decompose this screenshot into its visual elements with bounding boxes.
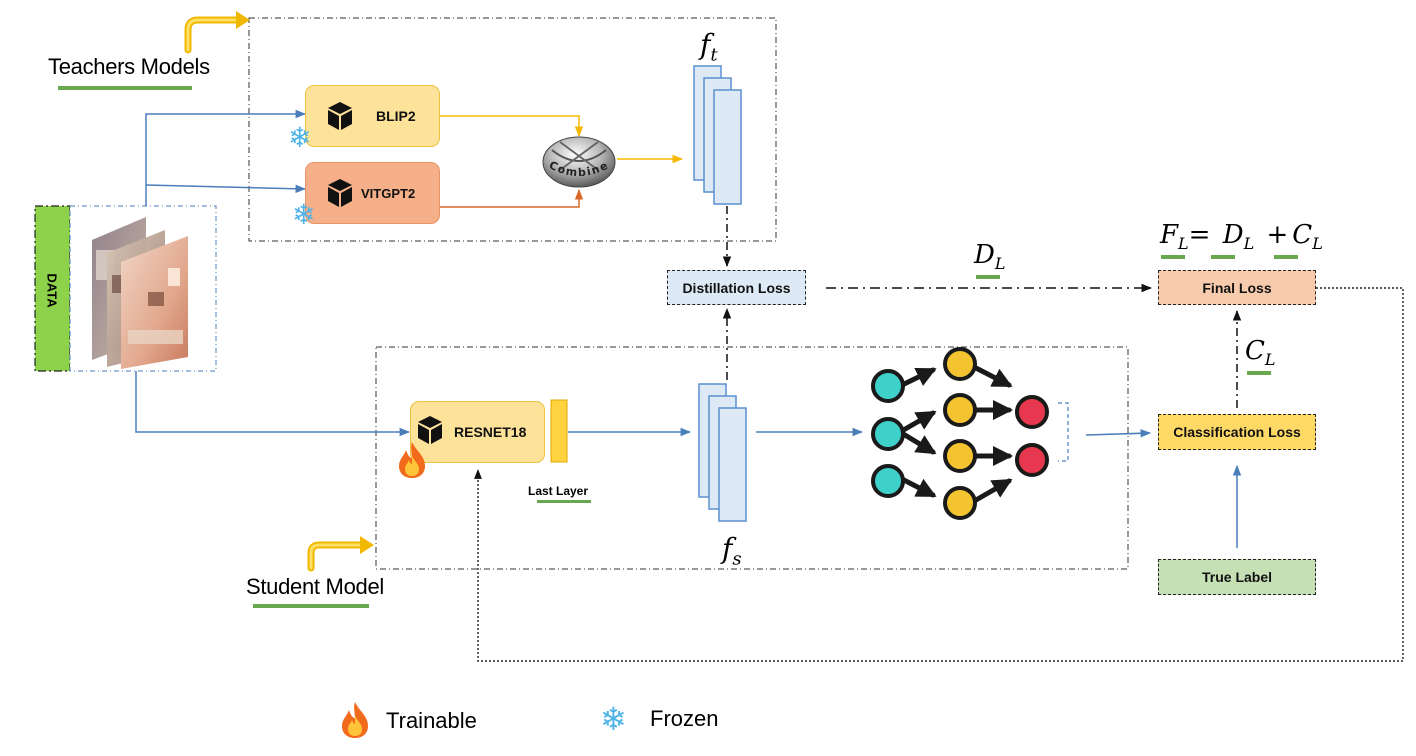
fl-underline xyxy=(1161,255,1185,259)
last-layer-bar xyxy=(550,399,568,463)
last-layer-label: Last Layer xyxy=(528,484,589,498)
flame-icon xyxy=(399,442,425,478)
fl-dl-underline xyxy=(1211,255,1235,259)
arrow-network-to-class xyxy=(1085,429,1152,438)
fs-label: fs xyxy=(722,532,742,570)
distillation-loss-label: Distillation Loss xyxy=(682,279,791,296)
final-loss-box: Final Loss xyxy=(1158,270,1316,305)
student-feature-stack xyxy=(698,383,747,522)
network-nodes xyxy=(871,347,1049,520)
data-label: DATA xyxy=(45,272,60,308)
resnet18-label: RESNET18 xyxy=(454,424,527,440)
flame-icon xyxy=(342,702,368,738)
teachers-underline xyxy=(58,86,192,90)
final-loss-equation: FL= DL +CL xyxy=(1160,220,1323,254)
classification-loss-box: Classification Loss xyxy=(1158,414,1316,450)
arrow-data-to-blip2 xyxy=(145,109,307,206)
dl-underline xyxy=(976,275,1000,279)
output-bracket xyxy=(1058,402,1069,462)
classification-loss-label: Classification Loss xyxy=(1173,424,1301,440)
dl-label: DL xyxy=(974,240,1006,274)
true-label-label: True Label xyxy=(1201,569,1273,585)
cube-icon xyxy=(328,102,352,130)
teacher-feature-stack xyxy=(693,65,742,205)
snowflake-icon: ❄ xyxy=(600,701,627,737)
arrow-blip2-to-combine xyxy=(440,115,584,138)
cube-icon xyxy=(328,179,352,207)
cl-label: CL xyxy=(1245,336,1276,370)
distillation-loss-box: Distillation Loss xyxy=(667,270,806,305)
data-images xyxy=(92,217,188,369)
student-pointer-arrow xyxy=(307,536,374,572)
fl-cl-underline xyxy=(1274,255,1298,259)
arrow-data-to-vitgpt2 xyxy=(145,184,307,193)
legend-trainable: Trainable xyxy=(386,708,477,733)
cube-icon xyxy=(418,416,442,444)
snowflake-icon: ❄ xyxy=(292,199,316,230)
resnet18-box: RESNET18 xyxy=(410,401,545,463)
arrow-data-to-resnet18 xyxy=(135,371,411,437)
teacher-region xyxy=(248,17,777,242)
last-layer-underline xyxy=(537,500,591,503)
student-underline xyxy=(253,604,369,608)
student-region xyxy=(375,346,1129,570)
arrow-vitgpt2-to-combine xyxy=(440,188,584,208)
student-model-label: Student Model xyxy=(246,574,384,599)
vitgpt2-box: VITGPT2 xyxy=(305,162,440,224)
teachers-models-label: Teachers Models xyxy=(48,54,210,79)
legend-frozen: Frozen xyxy=(650,706,719,731)
cl-underline xyxy=(1247,371,1271,375)
snowflake-icon: ❄ xyxy=(288,122,312,153)
neural-network xyxy=(897,365,1013,503)
true-label-box: True Label xyxy=(1158,559,1316,595)
feedback-loop-arrow xyxy=(474,287,1404,662)
data-label-wrap: DATA xyxy=(36,270,69,310)
blip2-box: BLIP2 xyxy=(305,85,440,147)
ft-label: ft xyxy=(700,28,718,66)
teacher-pointer-arrow xyxy=(184,11,250,54)
combine-node xyxy=(542,136,616,188)
final-loss-label: Final Loss xyxy=(1202,279,1272,296)
blip2-label: BLIP2 xyxy=(376,108,416,124)
vitgpt2-label: VITGPT2 xyxy=(361,185,416,201)
